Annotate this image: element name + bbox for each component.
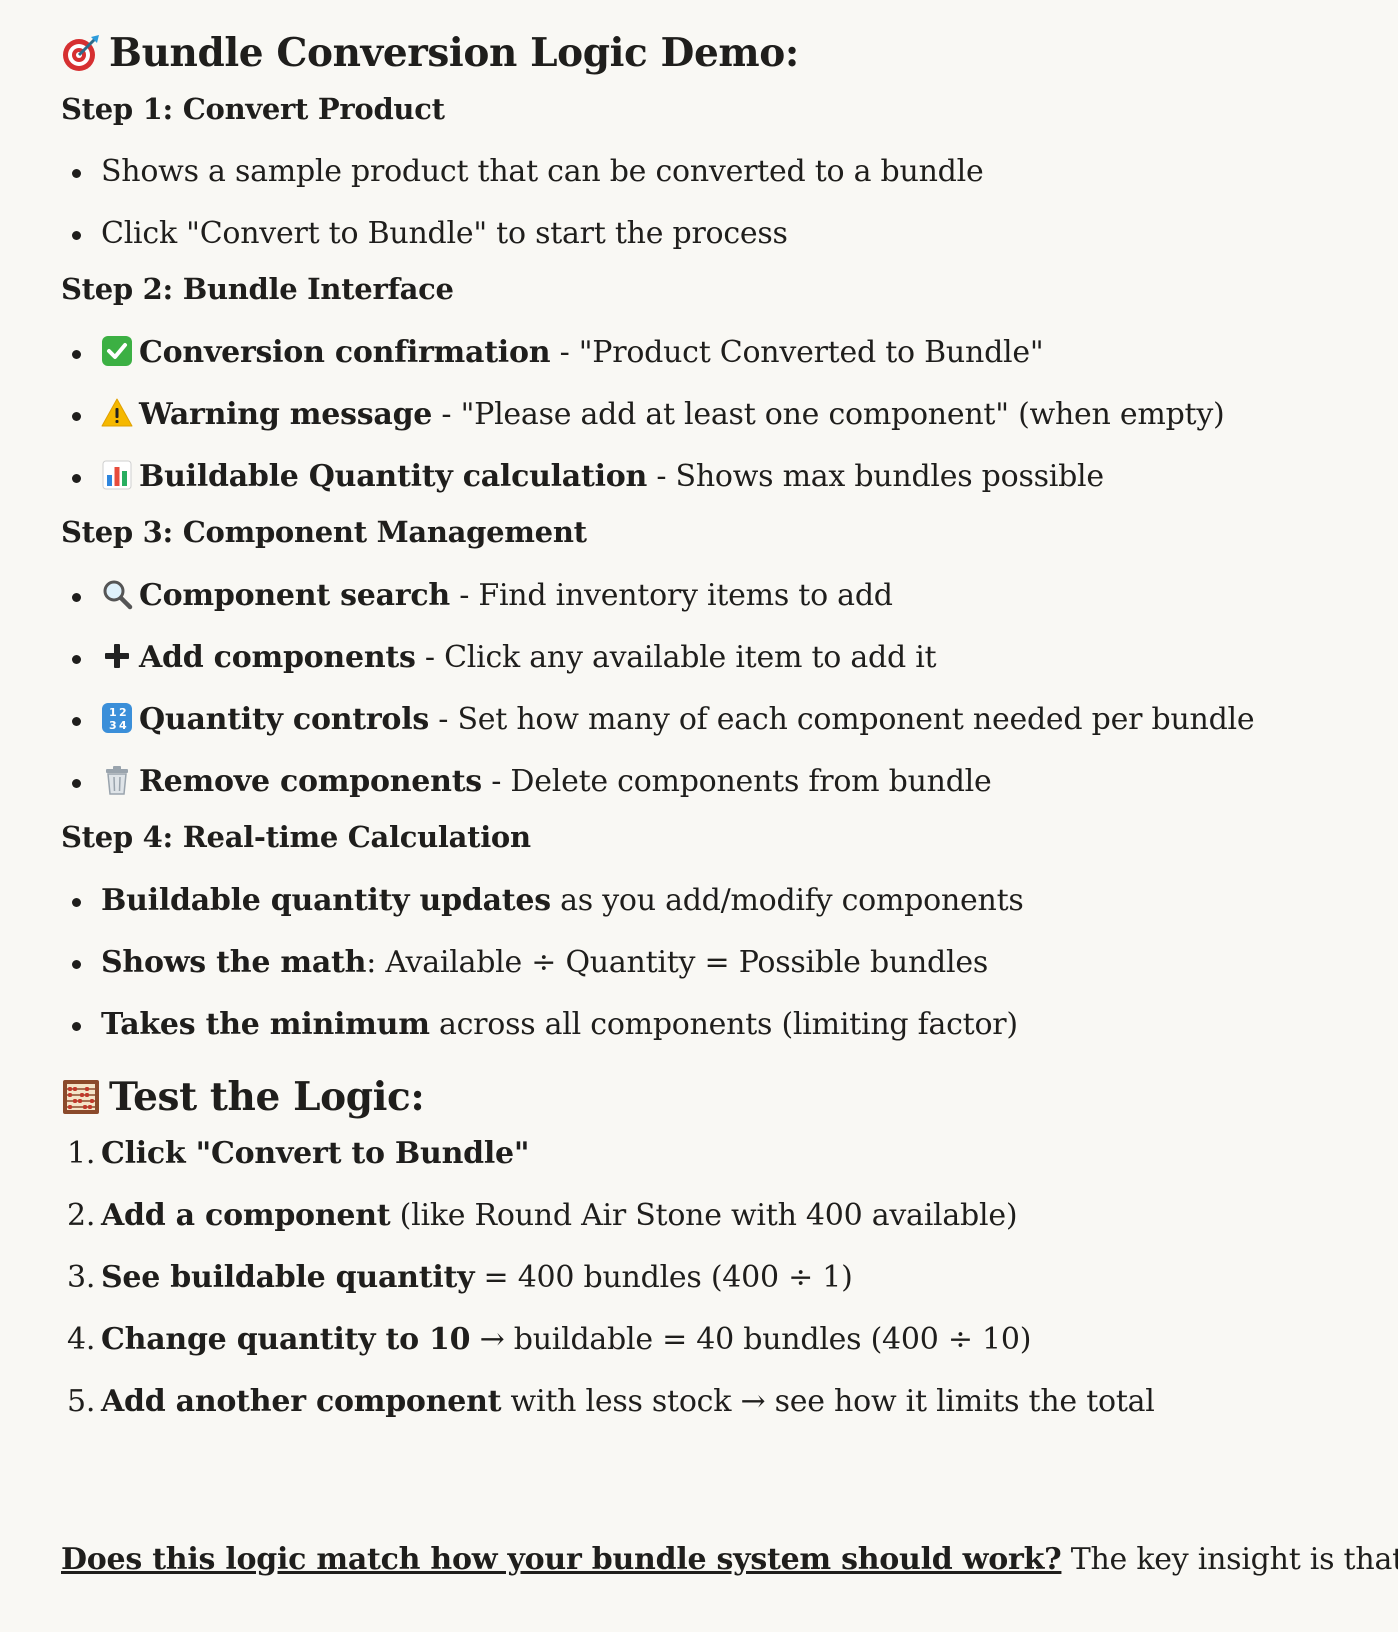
- step-2-title: Step 2: Bundle Interface: [61, 272, 454, 307]
- warning-icon: [101, 398, 133, 427]
- list-item: 2.Add a component (like Round Air Stone …: [67, 1198, 1018, 1234]
- list-item: Takes the minimum across all components …: [61, 1005, 1361, 1044]
- test-steps-list: 1.Click "Convert to Bundle" 2.Add a comp…: [61, 1134, 1361, 1421]
- magnifier-icon: [103, 580, 133, 610]
- list-item: Buildable Quantity calculation - Shows m…: [61, 457, 1361, 496]
- target-icon: [63, 35, 99, 72]
- list-item: Component search - Find inventory items …: [61, 576, 1361, 615]
- list-item: 1.Click "Convert to Bundle": [67, 1136, 530, 1172]
- list-item: 3.See buildable quantity = 400 bundles (…: [67, 1260, 853, 1296]
- step-4-title: Step 4: Real-time Calculation: [61, 819, 531, 854]
- list-item: Buildable quantity updates as you add/mo…: [61, 881, 1361, 920]
- bar-chart-icon: [102, 460, 132, 490]
- list-item: Add components - Click any available ite…: [61, 638, 1361, 677]
- list-item: Shows the math: Available ÷ Quantity = P…: [61, 943, 1361, 982]
- abacus-icon: [63, 1079, 99, 1114]
- list-item: Remove components - Delete components fr…: [61, 762, 1361, 801]
- step-1-title: Step 1: Convert Product: [61, 91, 445, 126]
- step-3-list: Component search - Find inventory items …: [61, 576, 1361, 801]
- list-item: Click "Convert to Bundle" to start the p…: [61, 214, 1361, 253]
- svg-text:4: 4: [119, 719, 127, 732]
- list-item: Warning message - "Please add at least o…: [61, 395, 1361, 434]
- heading-bundle-demo: Bundle Conversion Logic Demo:: [61, 30, 1361, 77]
- svg-text:2: 2: [119, 706, 126, 719]
- list-item: 1 2 3 4 Quantity controls - Set how many…: [61, 700, 1361, 739]
- check-mark-icon: [102, 336, 132, 367]
- list-item: Shows a sample product that can be conve…: [61, 152, 1361, 191]
- step-1-list: Shows a sample product that can be conve…: [61, 152, 1361, 253]
- list-item: Conversion confirmation - "Product Conve…: [61, 333, 1361, 372]
- closing-question: Does this logic match how your bundle sy…: [61, 1542, 1398, 1577]
- heading-text: Test the Logic:: [109, 1073, 425, 1120]
- heading-text: Bundle Conversion Logic Demo:: [109, 30, 799, 76]
- list-item: 4.Change quantity to 10 → buildable = 40…: [67, 1322, 1032, 1358]
- svg-text:1: 1: [109, 706, 116, 719]
- numbers-icon: 1 2 3 4: [102, 702, 132, 733]
- list-item: 5.Add another component with less stock …: [67, 1384, 1155, 1420]
- trash-icon: [106, 765, 128, 795]
- step-2-list: Conversion confirmation - "Product Conve…: [61, 333, 1361, 496]
- step-4-list: Buildable quantity updates as you add/mo…: [61, 881, 1361, 1044]
- document: Bundle Conversion Logic Demo: Step 1: Co…: [61, 30, 1361, 1421]
- plus-icon: [105, 643, 129, 668]
- svg-text:3: 3: [109, 719, 116, 732]
- heading-test-logic: Test the Logic:: [61, 1074, 1361, 1121]
- step-3-title: Step 3: Component Management: [61, 515, 587, 550]
